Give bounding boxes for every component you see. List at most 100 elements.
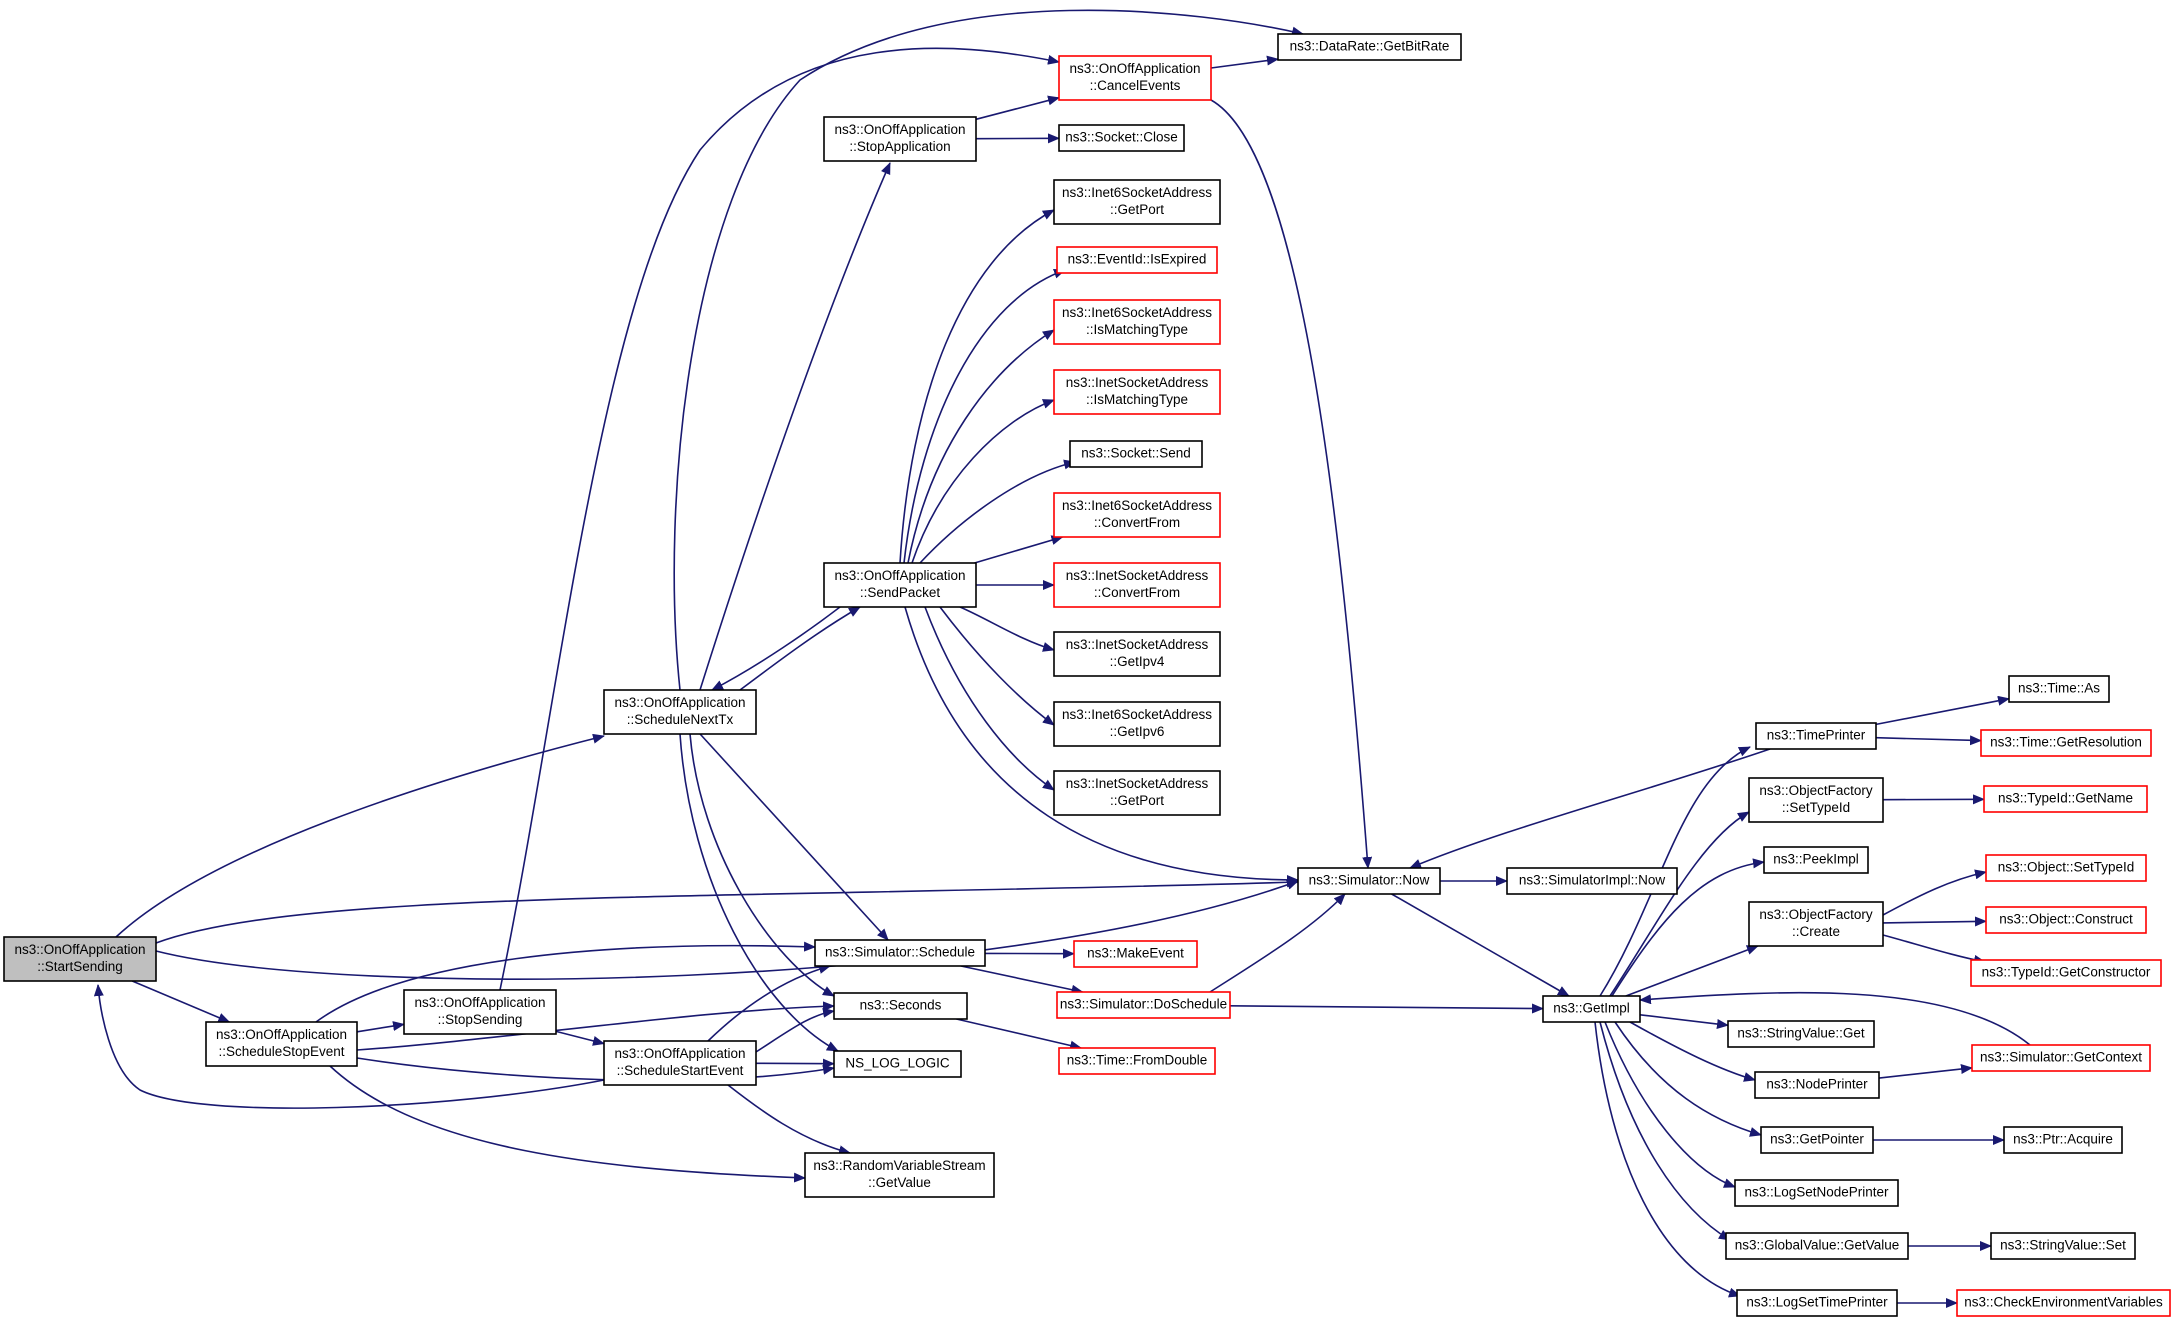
node-box [1053, 179, 1221, 225]
call-edge-cancelEvents-to-simNow [1210, 99, 1373, 869]
node-socketClose[interactable]: ns3::Socket::Close [1058, 124, 1185, 152]
node-getPointer[interactable]: ns3::GetPointer [1760, 1126, 1874, 1154]
node-ofSetTypeId[interactable]: ns3::ObjectFactory::SetTypeId [1748, 777, 1884, 823]
node-logSetNodePrinter[interactable]: ns3::LogSetNodePrinter [1734, 1179, 1899, 1207]
node-iConvertFrom[interactable]: ns3::InetSocketAddress::ConvertFrom [1053, 562, 1221, 608]
call-edge-getImpl-to-logSetTimePrinter [1594, 1021, 1741, 1298]
node-objConstruct[interactable]: ns3::Object::Construct [1985, 906, 2147, 934]
node-cancelEvents[interactable]: ns3::OnOffApplication::CancelEvents [1058, 55, 1212, 101]
node-getContext[interactable]: ns3::Simulator::GetContext [1971, 1044, 2151, 1072]
node-box [1058, 124, 1185, 152]
node-nsLogLogic[interactable]: NS_LOG_LOGIC [833, 1050, 962, 1078]
node-getConstructor[interactable]: ns3::TypeId::GetConstructor [1970, 959, 2162, 987]
node-box [823, 562, 977, 608]
node-logSetTimePrinter[interactable]: ns3::LogSetTimePrinter [1736, 1289, 1898, 1317]
node-i6IsMatching[interactable]: ns3::Inet6SocketAddress::IsMatchingType [1053, 299, 1221, 345]
nodes-layer: ns3::OnOffApplication::StartSendingns3::… [3, 33, 2171, 1317]
node-checkEnv[interactable]: ns3::CheckEnvironmentVariables [1956, 1289, 2171, 1317]
node-ptrAcquire[interactable]: ns3::Ptr::Acquire [2003, 1126, 2123, 1154]
node-box [1980, 729, 2152, 757]
node-box [1053, 299, 1221, 345]
call-edge-scheduleNextTx-to-seconds [689, 733, 835, 997]
node-objSetTypeId[interactable]: ns3::Object::SetTypeId [1985, 854, 2147, 882]
node-label: ns3::OnOffApplication [414, 995, 545, 1010]
call-edge-scheduleStopEvent-to-rvsGetValue [329, 1065, 806, 1183]
node-simNow[interactable]: ns3::Simulator::Now [1297, 867, 1441, 895]
node-stopSending[interactable]: ns3::OnOffApplication::StopSending [403, 989, 557, 1035]
node-iIsMatching[interactable]: ns3::InetSocketAddress::IsMatchingType [1053, 369, 1221, 415]
node-box [1760, 1126, 1874, 1154]
node-getImpl[interactable]: ns3::GetImpl [1542, 995, 1641, 1023]
node-rvsGetValue[interactable]: ns3::RandomVariableStream::GetValue [804, 1152, 995, 1198]
node-makeEvent[interactable]: ns3::MakeEvent [1073, 940, 1198, 968]
node-isExpired[interactable]: ns3::EventId::IsExpired [1056, 246, 1218, 274]
node-label: ns3::GetImpl [1553, 1001, 1630, 1016]
node-i6GetIpv6[interactable]: ns3::Inet6SocketAddress::GetIpv6 [1053, 701, 1221, 747]
node-label: ns3::PeekImpl [1773, 852, 1859, 867]
call-edge-timePrinter-to-getResolution [1875, 735, 1982, 746]
node-startSending[interactable]: ns3::OnOffApplication::StartSending [3, 936, 157, 982]
node-label: ns3::TimePrinter [1767, 728, 1866, 743]
node-label: ns3::InetSocketAddress [1066, 776, 1209, 791]
call-edge-ofCreate-to-getConstructor [1882, 934, 1986, 965]
call-edge-doSchedule-to-simNow [1209, 893, 1346, 993]
node-timeAs[interactable]: ns3::Time::As [2008, 675, 2110, 703]
node-stopApplication[interactable]: ns3::OnOffApplication::StopApplication [823, 116, 977, 162]
node-simImplNow[interactable]: ns3::SimulatorImpl::Now [1506, 867, 1678, 895]
call-edge-sendPacket-to-isExpired [903, 268, 1066, 564]
node-label: ns3::ObjectFactory [1759, 907, 1873, 922]
node-nodePrinter[interactable]: ns3::NodePrinter [1754, 1071, 1880, 1099]
call-edge-startSending-to-scheduleStopEvent [131, 980, 231, 1023]
node-box [1277, 33, 1462, 61]
node-label: ::IsMatchingType [1086, 322, 1188, 337]
node-i6GetPort[interactable]: ns3::Inet6SocketAddress::GetPort [1053, 179, 1221, 225]
call-edge-sendPacket-to-i6GetIpv6 [939, 606, 1055, 726]
edges-layer [93, 9, 2031, 1308]
node-iGetIpv4[interactable]: ns3::InetSocketAddress::GetIpv4 [1053, 631, 1221, 677]
call-edge-getImpl-to-gvGetValue [1599, 1021, 1731, 1241]
call-edge-getContext-to-getImpl [1639, 991, 2031, 1046]
node-label: ns3::Inet6SocketAddress [1062, 707, 1212, 722]
node-socketSend[interactable]: ns3::Socket::Send [1069, 440, 1203, 468]
node-i6ConvertFrom[interactable]: ns3::Inet6SocketAddress::ConvertFrom [1053, 492, 1221, 538]
node-label: ns3::ObjectFactory [1759, 783, 1873, 798]
node-scheduleStartEvent[interactable]: ns3::OnOffApplication::ScheduleStartEven… [603, 1040, 757, 1086]
node-gvGetValue[interactable]: ns3::GlobalValue::GetValue [1725, 1232, 1909, 1260]
node-doSchedule[interactable]: ns3::Simulator::DoSchedule [1056, 991, 1231, 1019]
node-box [1073, 940, 1198, 968]
node-box [833, 1050, 962, 1078]
node-label: ::StopApplication [849, 139, 950, 154]
node-strValGet[interactable]: ns3::StringValue::Get [1727, 1020, 1875, 1048]
node-timePrinter[interactable]: ns3::TimePrinter [1755, 722, 1877, 750]
node-label: ns3::Object::Construct [1999, 912, 2133, 927]
node-box [1053, 701, 1221, 747]
node-dataRate[interactable]: ns3::DataRate::GetBitRate [1277, 33, 1462, 61]
call-edge-getImpl-to-peekImpl [1611, 858, 1765, 997]
node-sendPacket[interactable]: ns3::OnOffApplication::SendPacket [823, 562, 977, 608]
node-label: ::GetIpv4 [1110, 654, 1165, 669]
call-edge-startSending-to-simNow [155, 877, 1299, 944]
call-edge-stopApplication-to-cancelEvents [975, 95, 1060, 121]
node-scheduleNextTx[interactable]: ns3::OnOffApplication::ScheduleNextTx [603, 689, 757, 735]
node-getResolution[interactable]: ns3::Time::GetResolution [1980, 729, 2152, 757]
node-peekImpl[interactable]: ns3::PeekImpl [1763, 846, 1869, 874]
node-label: ns3::GlobalValue::GetValue [1735, 1238, 1900, 1253]
node-fromDouble[interactable]: ns3::Time::FromDouble [1058, 1047, 1216, 1075]
node-label: ns3::MakeEvent [1087, 946, 1184, 961]
call-edge-sendPacket-to-i6ConvertFrom [974, 535, 1064, 564]
node-label: ns3::Inet6SocketAddress [1062, 185, 1212, 200]
node-label: ns3::StringValue::Get [1737, 1026, 1865, 1041]
node-simSchedule[interactable]: ns3::Simulator::Schedule [814, 939, 986, 967]
node-ofCreate[interactable]: ns3::ObjectFactory::Create [1748, 901, 1884, 947]
node-iGetPort[interactable]: ns3::InetSocketAddress::GetPort [1053, 770, 1221, 816]
node-typeIdGetName[interactable]: ns3::TypeId::GetName [1983, 785, 2148, 813]
node-box [814, 939, 986, 967]
node-label: ns3::Time::GetResolution [1990, 735, 2142, 750]
node-label: ns3::EventId::IsExpired [1068, 252, 1207, 267]
node-seconds[interactable]: ns3::Seconds [833, 992, 968, 1020]
node-label: ns3::Simulator::DoSchedule [1060, 997, 1227, 1012]
node-box [1542, 995, 1641, 1023]
node-label: ::GetValue [868, 1175, 931, 1190]
node-strValSet[interactable]: ns3::StringValue::Set [1990, 1232, 2136, 1260]
node-scheduleStopEvent[interactable]: ns3::OnOffApplication::ScheduleStopEvent [205, 1021, 358, 1067]
